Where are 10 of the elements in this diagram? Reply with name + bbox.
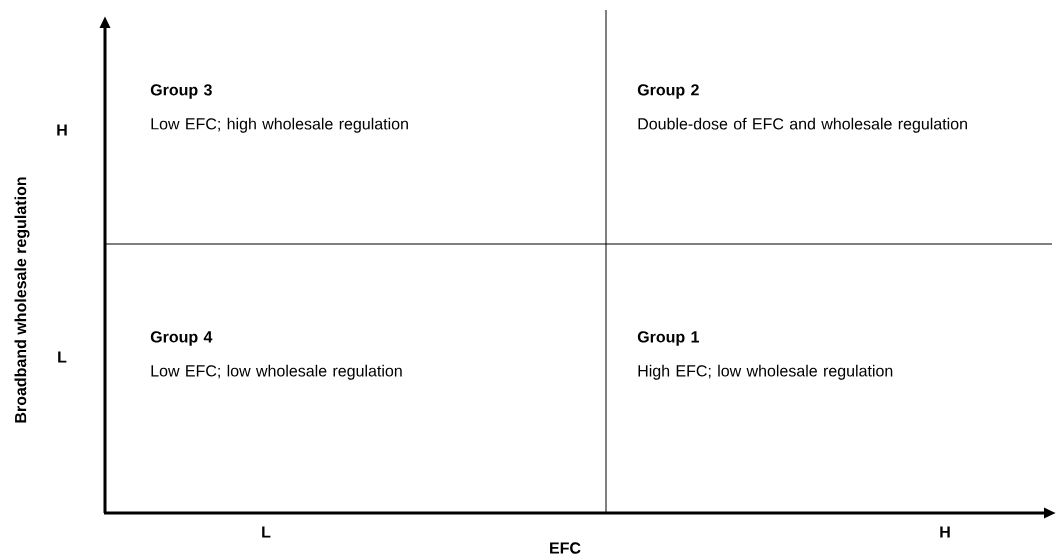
axis-title: EFC (550, 542, 581, 554)
axis-tick-label: L (262, 526, 271, 538)
quadrant-text: Group 1 High EFC; low wholesale regulation (637, 331, 893, 380)
quadrant-text: Group 2 Double-dose of EFC and wholesale regulation (637, 84, 967, 133)
axis-tick-label: H (57, 124, 67, 136)
quadrant-text: Group 3 Low EFC; high wholesale regulation (150, 84, 408, 133)
quadrant-text: Group 4 Low EFC; low wholesale regulation (150, 331, 402, 380)
axis-tick-label: H (940, 526, 950, 538)
axis-title: Broadband wholesale regulation (14, 177, 30, 423)
axis-tick-label: L (58, 351, 67, 363)
